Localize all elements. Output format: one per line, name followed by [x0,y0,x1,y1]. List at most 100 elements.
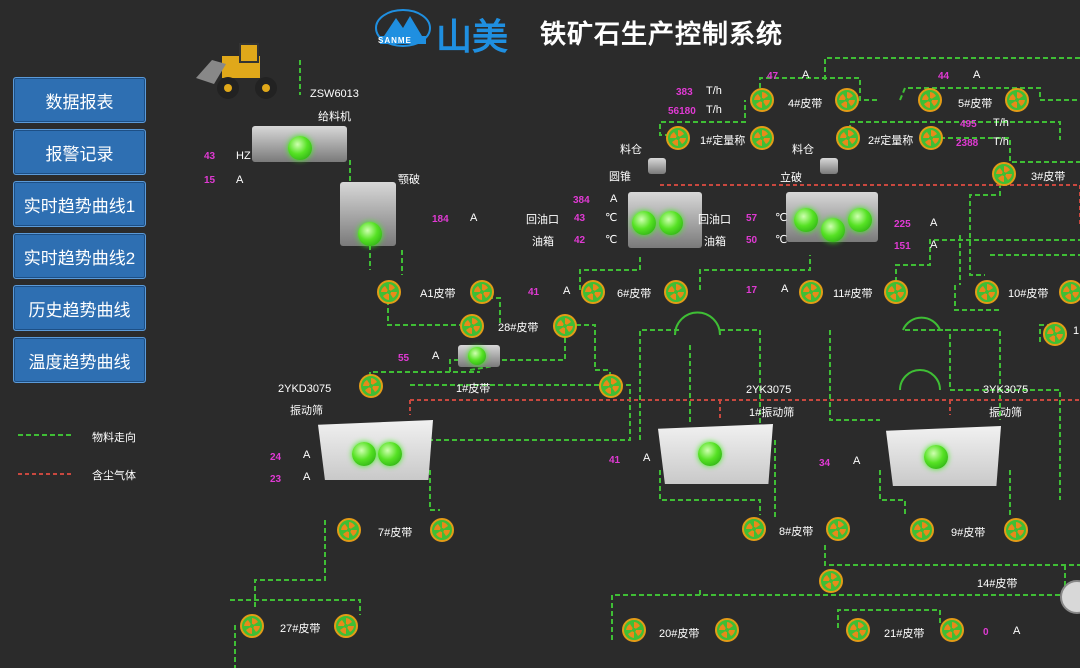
screen-2ykd-status-light-1[interactable] [352,442,376,466]
belt-7-head-pulley-icon[interactable] [337,518,361,542]
belt-1-head-pulley-icon[interactable] [359,374,383,398]
vsi-status-light-2[interactable] [821,218,845,242]
belt-6-head-pulley-icon[interactable] [581,280,605,304]
cone-status-light-2[interactable] [659,211,683,235]
belt-21-tail-pulley-icon[interactable] [940,618,964,642]
screen-2ykd-current-2-unit: A [303,471,311,483]
belt-20-label: 20#皮带 [659,628,700,640]
jaw-crusher-status-light[interactable] [358,222,382,246]
legend-material-label: 物料走向 [92,432,136,444]
vsi-status-light-1[interactable] [794,208,818,232]
belt-14-label: 14#皮带 [977,578,1018,590]
sanme-logo-icon [374,8,432,48]
belt-20-tail-pulley-icon[interactable] [715,618,739,642]
screen-2yk-name: 1#振动筛 [749,407,795,419]
legend-dust-label: 含尘气体 [92,470,136,482]
belt-a1-tail-pulley-icon[interactable] [470,280,494,304]
scale-1-head-pulley-icon[interactable] [666,126,690,150]
belt-10-label: 10#皮带 [1008,288,1049,300]
belt-11-tail-pulley-icon[interactable] [884,280,908,304]
brand-en: SANME [378,36,412,45]
screen-3yk-model: 3YK3075 [983,384,1029,396]
screen-2ykd-model: 2YKD3075 [278,383,332,395]
screen-2yk-current-unit: A [643,452,651,464]
throughput-3-value: 495 [960,119,977,130]
belt-1-label: 1#皮带 [456,383,491,395]
scale-1-tail-pulley-icon[interactable] [750,126,774,150]
partial-belt-head-pulley-icon[interactable] [1043,322,1067,346]
belt-5-current-value: 44 [938,71,950,82]
cone-return-oil-unit: ℃ [605,212,618,224]
feeder-name: 给料机 [318,111,351,123]
belt-1-current-value: 55 [398,353,410,364]
belt-a1-head-pulley-icon[interactable] [377,280,401,304]
belt-14-head-pulley-icon[interactable] [819,569,843,593]
belt-10-head-pulley-icon[interactable] [975,280,999,304]
vsi-tank-label: 油箱 [704,236,726,248]
belt-27-tail-pulley-icon[interactable] [334,614,358,638]
belt-11-label: 11#皮带 [833,288,873,300]
throughput-2-unit: T/h [706,104,722,116]
belt-3-label: 3#皮带 [1031,171,1066,183]
belt-21-head-pulley-icon[interactable] [846,618,870,642]
belt-5-head-pulley-icon[interactable] [918,88,942,112]
throughput-2-value: 56180 [668,106,696,117]
belt-6-tail-pulley-icon[interactable] [664,280,688,304]
screen-2yk-model: 2YK3075 [746,384,792,396]
screen-2ykd-current-2-value: 23 [270,474,282,485]
nav-realtime-trend-1-button[interactable]: 实时趋势曲线1 [13,181,146,227]
belt-11-head-pulley-icon[interactable] [799,280,823,304]
belt-21-current-unit: A [1013,625,1021,637]
cone-bin-label: 料仓 [620,144,642,156]
belt-4-label: 4#皮带 [788,98,823,110]
feeder-status-light[interactable] [288,136,312,160]
scale-2-label: 2#定量称 [868,135,914,147]
belt-28-tail-pulley-icon[interactable] [553,314,577,338]
belt-9-tail-pulley-icon[interactable] [1004,518,1028,542]
vsi-return-oil-value: 57 [746,213,758,224]
cone-current-unit: A [610,193,618,205]
vsi-current-1-value: 225 [894,219,911,230]
cone-return-oil-label: 回油口 [526,214,559,226]
belt-a1-label: A1皮带 [420,288,456,300]
screen-3yk-current-unit: A [853,455,861,467]
jaw-crusher-name: 颚破 [398,174,420,186]
vsi-return-oil-label: 回油口 [698,214,731,226]
belt-20-head-pulley-icon[interactable] [622,618,646,642]
nav-data-report-button[interactable]: 数据报表 [13,77,146,123]
belt-8-head-pulley-icon[interactable] [742,517,766,541]
nav-temperature-trend-button[interactable]: 温度趋势曲线 [13,337,146,383]
nav-realtime-trend-2-button[interactable]: 实时趋势曲线2 [13,233,146,279]
vsi-status-light-3[interactable] [848,208,872,232]
belt-4-tail-pulley-icon[interactable] [835,88,859,112]
belt-3-head-pulley-icon[interactable] [992,162,1016,186]
screen-3yk-status-light[interactable] [924,445,948,469]
belt-27-head-pulley-icon[interactable] [240,614,264,638]
nav-history-trend-button[interactable]: 历史趋势曲线 [13,285,146,331]
scale-2-head-pulley-icon[interactable] [836,126,860,150]
feeder-hz-unit: HZ [236,150,251,162]
screen-2ykd-current-1-value: 24 [270,452,282,463]
belt-9-head-pulley-icon[interactable] [910,518,934,542]
throughput-4-unit: T/h [993,136,1009,148]
vsi-current-1-unit: A [930,217,938,229]
throughput-1-unit: T/h [706,85,722,97]
nav-alarm-log-button[interactable]: 报警记录 [13,129,146,175]
throughput-3-unit: T/h [993,117,1009,129]
belt-1-tail-pulley-icon[interactable] [599,374,623,398]
belt-4-head-pulley-icon[interactable] [750,88,774,112]
scale-2-tail-pulley-icon[interactable] [919,126,943,150]
belt-7-tail-pulley-icon[interactable] [430,518,454,542]
cone-tank-label: 油箱 [532,236,554,248]
belt-5-tail-pulley-icon[interactable] [1005,88,1029,112]
feeder-hz-value: 43 [204,151,216,162]
cone-status-light-1[interactable] [632,211,656,235]
screen-2yk-status-light[interactable] [698,442,722,466]
belt-10-tail-pulley-icon[interactable] [1059,280,1080,304]
screen-2ykd-status-light-2[interactable] [378,442,402,466]
belt-6-current-unit: A [563,285,571,297]
belt-1-status-light[interactable] [468,347,486,365]
belt-8-tail-pulley-icon[interactable] [826,517,850,541]
cone-tank-value: 42 [574,235,586,246]
belt-28-head-pulley-icon[interactable] [460,314,484,338]
